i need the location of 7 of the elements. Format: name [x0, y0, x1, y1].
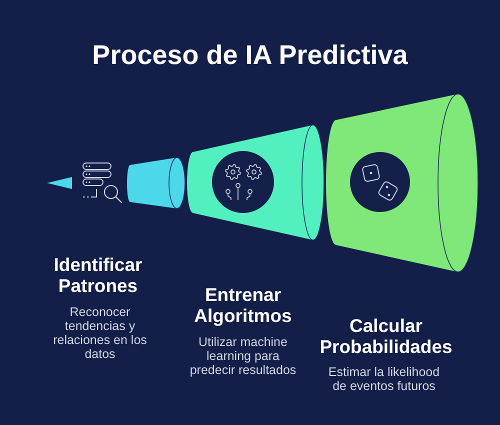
step-heading: Entrenar Algoritmos — [193, 284, 293, 326]
step-heading: Calcular Probabilidades — [318, 315, 454, 357]
step-description: Estimar la likelihood de eventos futuros — [327, 365, 441, 393]
step-description: Utilizar machine learning para predecir resultados — [188, 335, 298, 377]
step-description: Reconocer tendencias y relaciones en los datos — [52, 304, 148, 360]
step-heading: Identificar Patrones — [52, 254, 144, 296]
diagram-title: Proceso de IA Predictiva — [92, 40, 408, 71]
